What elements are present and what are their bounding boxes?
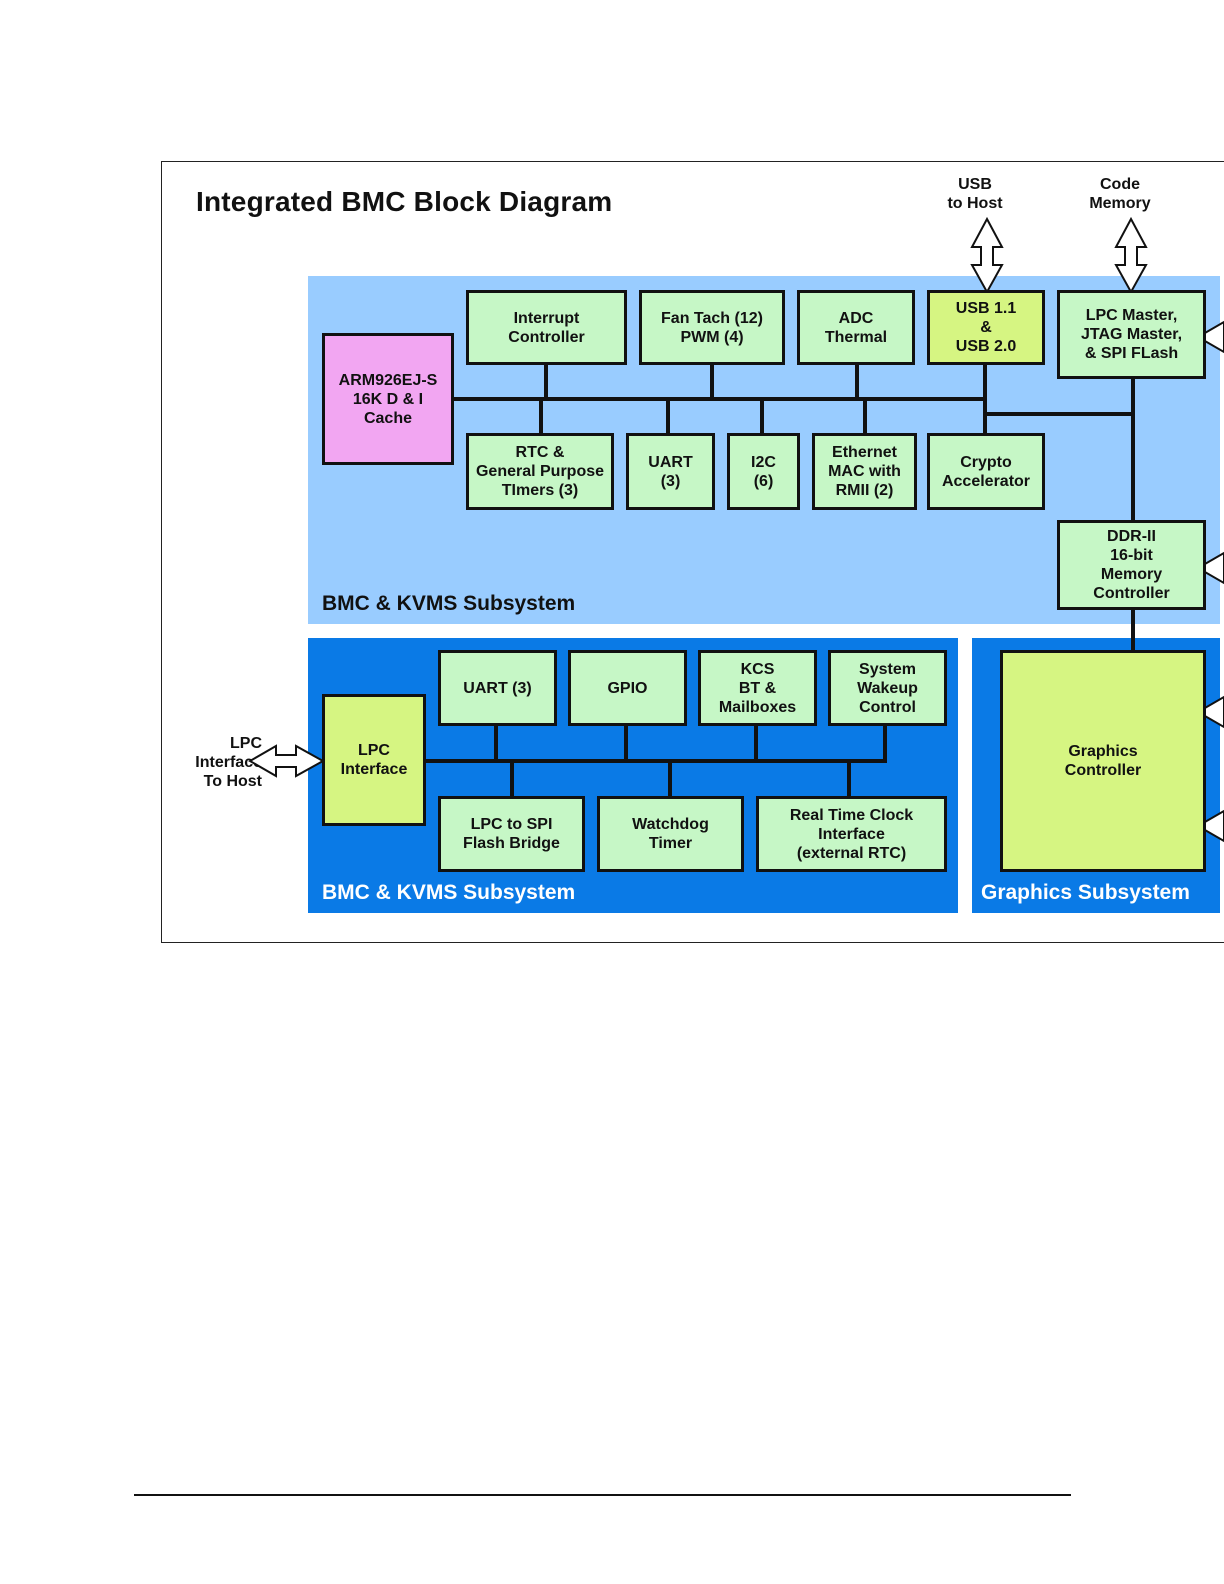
fan-tach-pwm-block: Fan Tach (12) PWM (4) bbox=[639, 290, 785, 365]
crypto-accelerator-block: Crypto Accelerator bbox=[927, 433, 1045, 510]
usb-to-host-label: USB to Host bbox=[947, 176, 1003, 212]
arm-cpu-block: ARM926EJ-S 16K D & I Cache bbox=[322, 333, 454, 465]
ddr-memory-controller-block: DDR-II 16-bit Memory Controller bbox=[1057, 520, 1206, 610]
i2c-block: I2C (6) bbox=[727, 433, 800, 510]
bmc-bottom-region-label: BMC & KVMS Subsystem bbox=[322, 881, 576, 904]
usb-block: USB 1.1 & USB 2.0 bbox=[927, 290, 1045, 365]
system-wakeup-control-block: System Wakeup Control bbox=[828, 650, 947, 726]
diagram-title: Integrated BMC Block Diagram bbox=[196, 186, 613, 217]
uart-bottom-block: UART (3) bbox=[438, 650, 557, 726]
gpio-block: GPIO bbox=[568, 650, 687, 726]
diagram-frame bbox=[161, 161, 1224, 943]
lpc-host-label: LPC Interface To Host bbox=[195, 735, 262, 790]
code-memory-label: Code Memory bbox=[1089, 176, 1151, 212]
uart-top-block: UART (3) bbox=[626, 433, 715, 510]
lpc-master-jtag-spi-block: LPC Master, JTAG Master, & SPI FLash bbox=[1057, 290, 1206, 379]
graphics-controller-block: Graphics Controller bbox=[1000, 650, 1206, 872]
lpc-interface-block: LPC Interface bbox=[322, 694, 426, 826]
interrupt-controller-block: Interrupt Controller bbox=[466, 290, 627, 365]
kcs-bt-mailboxes-block: KCS BT & Mailboxes bbox=[698, 650, 817, 726]
rtc-timers-block: RTC & General Purpose TImers (3) bbox=[466, 433, 614, 510]
bmc-top-region-label: BMC & KVMS Subsystem bbox=[322, 592, 576, 615]
adc-thermal-block: ADC Thermal bbox=[797, 290, 915, 365]
watchdog-timer-block: Watchdog Timer bbox=[597, 796, 744, 872]
rtc-interface-block: Real Time Clock Interface (external RTC) bbox=[756, 796, 947, 872]
ethernet-mac-block: Ethernet MAC with RMII (2) bbox=[812, 433, 917, 510]
lpc-to-spi-bridge-block: LPC to SPI Flash Bridge bbox=[438, 796, 585, 872]
footer-divider bbox=[134, 1494, 1071, 1496]
graphics-region-label: Graphics Subsystem bbox=[981, 881, 1190, 904]
